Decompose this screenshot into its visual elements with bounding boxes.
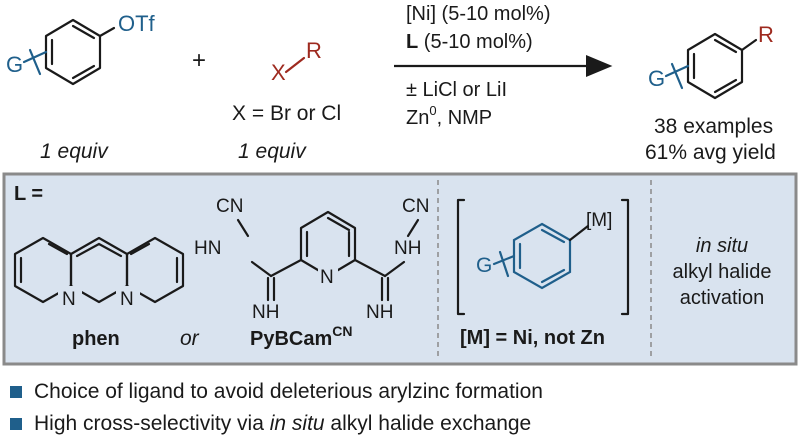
otf-label: OTf: [118, 11, 156, 36]
summary-bullets: Choice of ligand to avoid deleterious ar…: [10, 376, 790, 440]
aryl-equiv: 1 equiv: [40, 140, 109, 163]
ligand-panel: [2, 172, 798, 366]
additive: ± LiCl or LiI: [406, 79, 507, 101]
hn-left: HN: [194, 238, 221, 259]
g-label: G: [6, 52, 23, 77]
benzene-ring: [44, 18, 102, 86]
phen-n2: N: [120, 289, 134, 310]
reaction-conditions: [Ni] (5-10 mol%) L (5-10 mol%) ± LiCl or…: [394, 3, 613, 129]
nh-bottom-right: NH: [366, 302, 393, 323]
average-yield: 61% avg yield: [645, 141, 776, 164]
or-label: or: [180, 327, 200, 350]
cn-left: CN: [216, 196, 243, 217]
examples-count: 38 examples: [654, 115, 773, 138]
nh-bottom-left: NH: [252, 302, 279, 323]
activation-line2: alkyl halide: [673, 261, 772, 283]
halide-condition: X = Br or Cl: [232, 102, 341, 125]
right-bracket: [620, 198, 630, 316]
plus-sign: +: [192, 47, 206, 74]
metal-statement: [M] = Ni, not Zn: [460, 327, 605, 349]
ligand-definition: L =: [14, 183, 43, 205]
phen-n1: N: [62, 289, 76, 310]
metal-g-label: G: [476, 254, 492, 277]
bullet-text-1: Choice of ligand to avoid deleterious ar…: [34, 380, 543, 403]
bullet-square-icon: [10, 386, 22, 398]
alkyl-halide: X R X = Br or Cl 1 equiv: [232, 38, 341, 163]
pybcam-structure: N HN NH CN CN NH NH: [194, 196, 429, 323]
pyridine-n: N: [320, 267, 334, 288]
phen-structure: N N: [13, 236, 185, 310]
bullet-cross-selectivity: High cross-selectivity via in situ alkyl…: [10, 408, 790, 440]
phen-label: phen: [72, 328, 120, 350]
bullet-text-2: High cross-selectivity via in situ alkyl…: [34, 412, 532, 435]
nh-right: NH: [394, 238, 421, 259]
r-label: R: [306, 38, 322, 63]
bullet-ligand-choice: Choice of ligand to avoid deleterious ar…: [10, 376, 790, 408]
product-g-label: G: [648, 66, 665, 91]
x-label: X: [271, 60, 286, 85]
metal-intermediate: G [M]: [456, 198, 630, 316]
left-bracket: [456, 198, 466, 316]
product: R G 38 examples 61% avg yield: [645, 22, 776, 164]
catalyst-loading: [Ni] (5-10 mol%): [406, 3, 550, 25]
pybcam-label: PyBCamCN: [250, 323, 353, 350]
aryl-triflate: OTf G 1 equiv: [6, 11, 156, 163]
bullet-square-icon: [10, 418, 22, 430]
activation-line1: in situ: [696, 235, 748, 257]
halide-equiv: 1 equiv: [238, 140, 307, 163]
cn-right: CN: [402, 196, 429, 217]
product-r-label: R: [758, 22, 774, 47]
activation-line3: activation: [680, 287, 765, 309]
reductant-solvent: Zn0, NMP: [406, 103, 492, 129]
metal-m-label: [M]: [586, 210, 612, 231]
ligand-loading: L (5-10 mol%): [406, 31, 533, 53]
